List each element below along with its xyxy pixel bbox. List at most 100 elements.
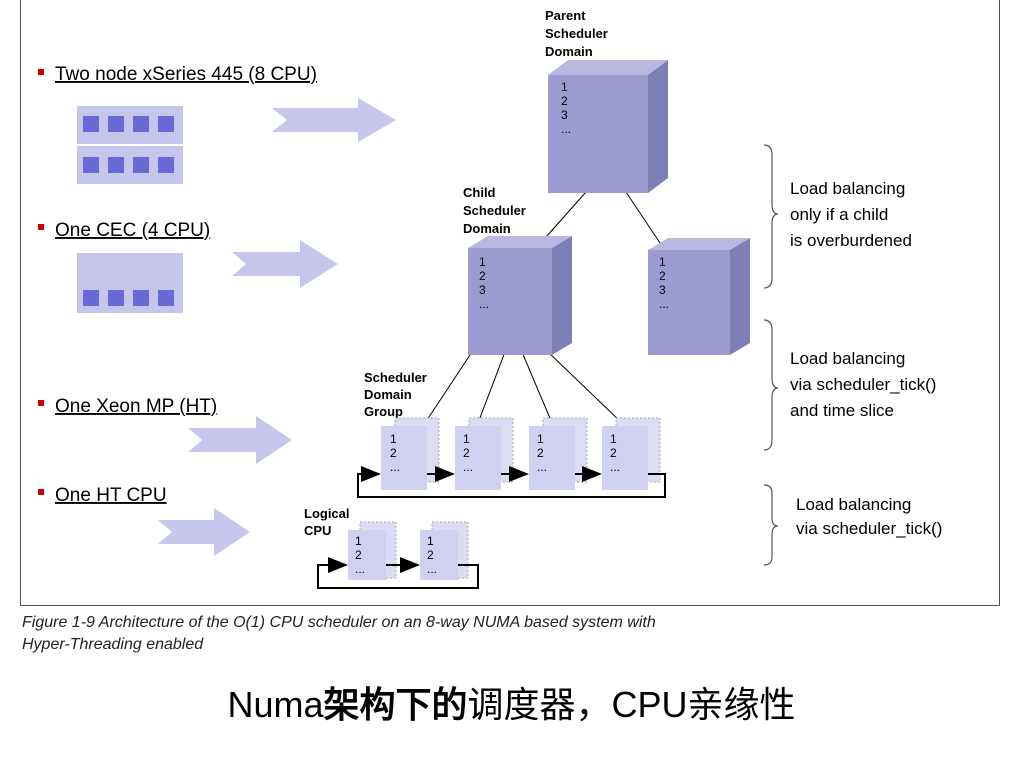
caption-line-1: Figure 1-9 Architecture of the O(1) CPU … [22,614,656,631]
tree-connectors [424,191,663,424]
node-label: Child [463,185,496,200]
left-item-label: One Xeon MP (HT) [55,396,217,417]
node-label: Logical [304,506,350,521]
box-number: ... [463,460,473,474]
slide-title: Numa架构下的调度器，CPU亲缘性 [0,676,1023,728]
logical-ring-arrows [317,557,479,589]
box-number: 2 [659,269,666,283]
box-number: 3 [479,283,486,297]
note-line: and time slice [790,401,894,420]
svg-text:12...: 12... [355,534,365,576]
svg-text:12...: 12... [463,432,473,474]
box-number: ... [561,122,571,136]
box-number: 1 [610,432,617,446]
box-number: 2 [479,269,486,283]
svg-text:12...: 12... [537,432,547,474]
note-line: only if a child [790,205,888,224]
arrow-icon [188,416,292,464]
note-line: via scheduler_tick() [796,519,942,538]
node-label: Scheduler [364,370,427,385]
title-part-3: 调度器，CPU亲缘性 [467,684,796,725]
box-number: 1 [561,80,568,94]
arrow-icon [158,508,250,556]
box-number: 1 [463,432,470,446]
node-label: Domain [545,44,593,59]
node-label: Domain [463,221,511,236]
left-item-label: One HT CPU [55,485,167,506]
svg-text:123...: 123... [659,255,669,311]
node-label: Scheduler [463,203,526,218]
svg-text:12...: 12... [390,432,400,474]
box-number: ... [479,297,489,311]
caption-line-2: Hyper-Threading enabled [22,636,204,653]
node-label: Domain [364,387,412,402]
box-number: 2 [537,446,544,460]
note-line: is overburdened [790,231,912,250]
note-line: via scheduler_tick() [790,375,936,394]
note-line: Load balancing [796,495,911,514]
node-label: Parent [545,8,586,23]
arrow-icon [232,240,338,288]
node-label: CPU [304,523,331,538]
node-label: Group [364,404,403,419]
note-bottom: Load balancing via scheduler_tick() [796,495,942,538]
left-item-xseries: Two node xSeries 445 (8 CPU) [38,64,317,85]
box-number: ... [659,297,669,311]
brace-icons [763,144,779,566]
box-number: 1 [537,432,544,446]
box-number: 1 [355,534,362,548]
svg-text:123...: 123... [561,80,571,136]
note-middle: Load balancing via scheduler_tick()and ti… [790,349,936,420]
box-number: 3 [659,283,666,297]
group-ring-arrows [357,466,666,498]
left-item-label: One CEC (4 CPU) [55,220,210,241]
scheduler-diagram: Two node xSeries 445 (8 CPU) One CEC (4 … [38,8,942,589]
title-part-1: Numa [227,684,324,725]
box-number: ... [537,460,547,474]
box-number: 3 [561,108,568,122]
left-item-cec: One CEC (4 CPU) [38,220,210,241]
box-number: 2 [427,548,434,562]
bullet-icon [38,489,44,495]
cpu-panel-xseries-1 [77,106,183,144]
box-number: 1 [390,432,397,446]
left-item-label: Two node xSeries 445 (8 CPU) [55,64,317,85]
note-line: Load balancing [790,179,905,198]
arrow-icon [272,98,396,142]
note-top: Load balancing only if a child is overburd… [790,179,912,250]
svg-text:12...: 12... [610,432,620,474]
box-number: 2 [355,548,362,562]
box-number: 2 [561,94,568,108]
note-line: Load balancing [790,349,905,368]
box-number: 2 [463,446,470,460]
box-number: ... [427,562,437,576]
box-number: 1 [427,534,434,548]
bullet-icon [38,224,44,230]
cpu-panel-cec [77,253,183,313]
box-number: ... [390,460,400,474]
svg-text:123...: 123... [479,255,489,311]
left-item-xeon: One Xeon MP (HT) [38,396,217,417]
box-number: 2 [390,446,397,460]
box-number: ... [355,562,365,576]
box-number: ... [610,460,620,474]
figure-frame [20,0,1000,606]
left-item-ht-cpu: One HT CPU [38,485,167,506]
title-part-2: 架构下的 [323,684,468,725]
node-label: Scheduler [545,26,608,41]
box-number: 1 [659,255,666,269]
bullet-icon [38,69,44,75]
